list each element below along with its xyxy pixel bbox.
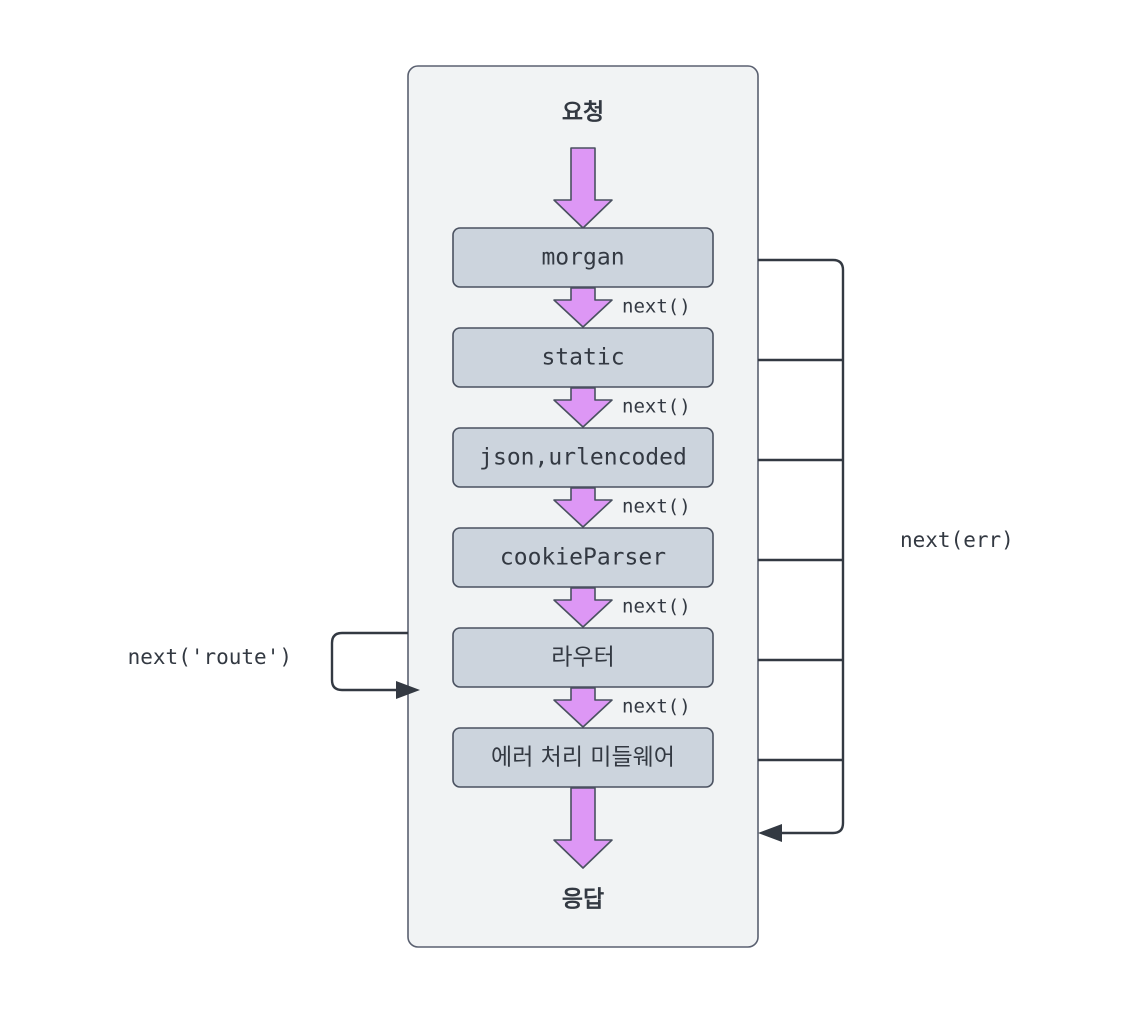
flow-arrow-3 bbox=[553, 487, 613, 528]
response-label: 응답 bbox=[562, 887, 604, 913]
next-label-5: next() bbox=[622, 696, 691, 718]
request-label: 요청 bbox=[562, 100, 604, 126]
middleware-label-static: static bbox=[541, 345, 624, 371]
middleware-box-router[interactable] bbox=[452, 627, 714, 688]
route-skip-arrowhead bbox=[396, 681, 420, 699]
middleware-label-morgan: morgan bbox=[541, 245, 624, 271]
middleware-label-error-handler: 에러 처리 미들웨어 bbox=[491, 745, 675, 771]
error-branch-arrowhead bbox=[758, 824, 782, 842]
next-label-1: next() bbox=[622, 296, 691, 318]
flow-arrow-4 bbox=[553, 587, 613, 628]
flow-arrow-1 bbox=[553, 287, 613, 328]
error-branch-feeder-1 bbox=[758, 258, 845, 271]
flow-arrow-5 bbox=[553, 687, 613, 728]
middleware-box-cookie-parser[interactable] bbox=[452, 527, 714, 588]
next-route-label: next('route') bbox=[128, 645, 292, 669]
next-label-4: next() bbox=[622, 596, 691, 618]
route-skip-path bbox=[330, 631, 408, 692]
next-label-2: next() bbox=[622, 396, 691, 418]
middleware-box-error-handler[interactable] bbox=[452, 727, 714, 788]
entry-flow-arrow bbox=[553, 147, 613, 229]
error-branch-trunk bbox=[778, 270, 845, 835]
middleware-label-router: 라우터 bbox=[551, 645, 614, 671]
exit-flow-arrow bbox=[553, 787, 613, 869]
middleware-label-cookie-parser: cookieParser bbox=[500, 545, 666, 571]
next-err-label: next(err) bbox=[900, 528, 1014, 552]
middleware-box-static[interactable] bbox=[452, 327, 714, 388]
next-label-3: next() bbox=[622, 496, 691, 518]
flow-arrow-2 bbox=[553, 387, 613, 428]
middleware-label-body-parser: json,urlencoded bbox=[479, 445, 687, 471]
middleware-box-morgan[interactable] bbox=[452, 227, 714, 288]
middleware-box-body-parser[interactable] bbox=[452, 427, 714, 488]
